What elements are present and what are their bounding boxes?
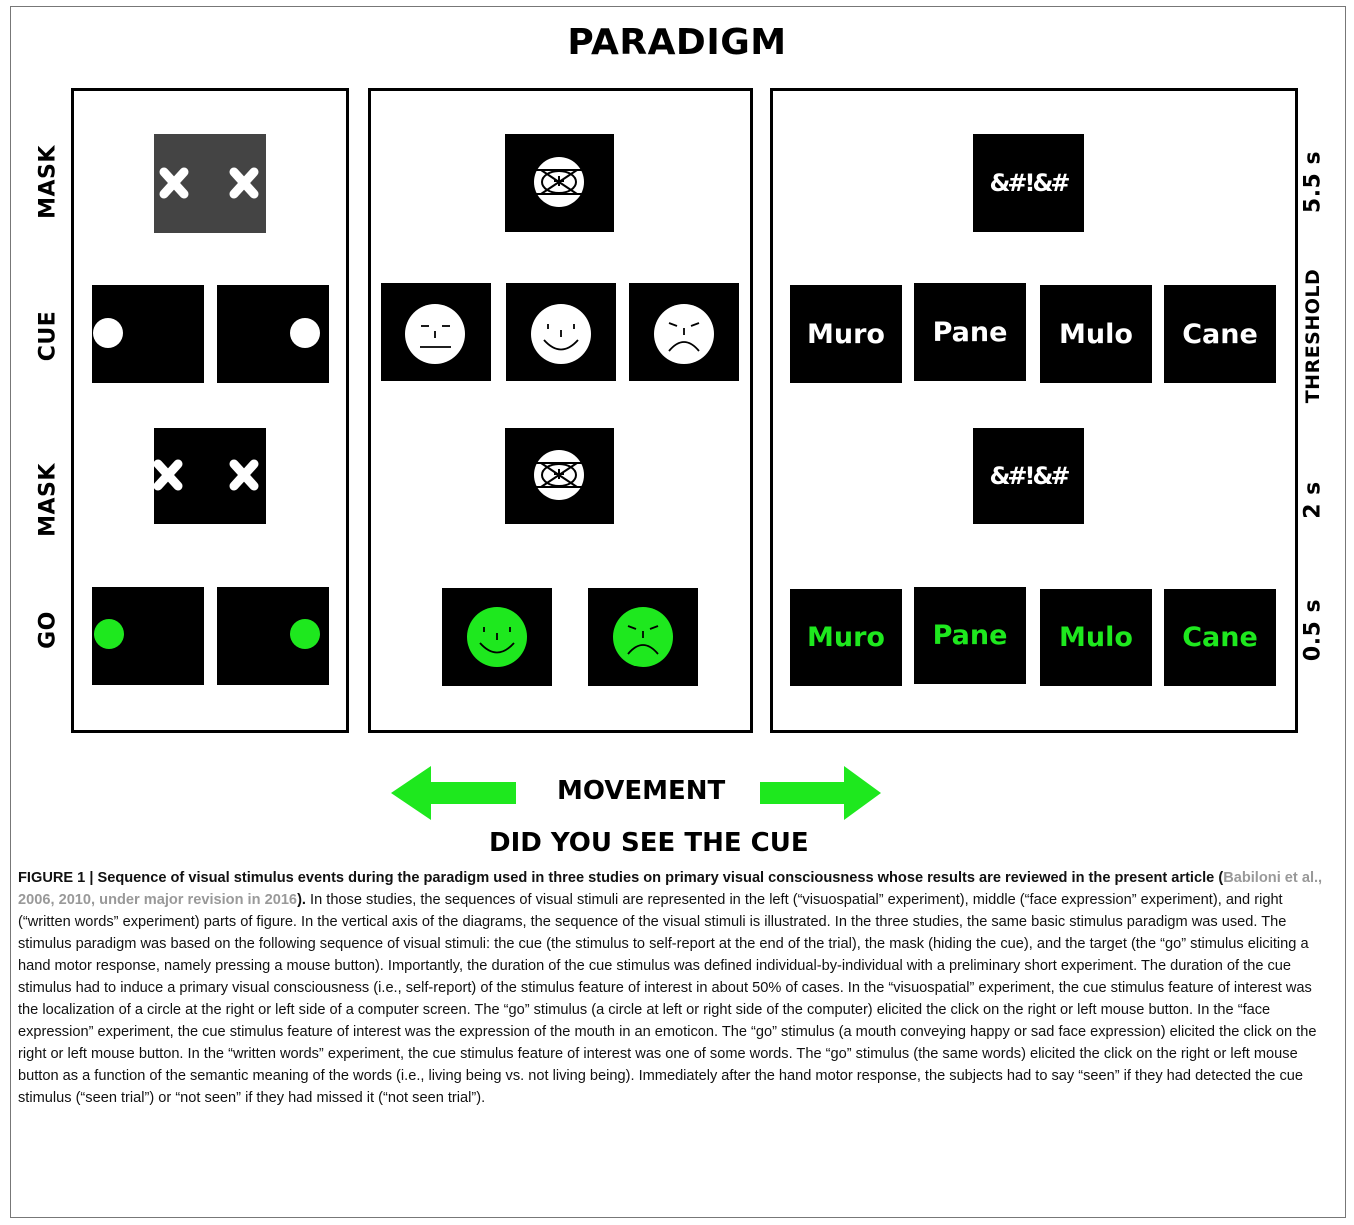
go-word: Cane	[1182, 622, 1258, 653]
go-face-sad	[588, 588, 698, 686]
right-arrow-icon	[760, 766, 881, 820]
go-box-right-circle	[217, 587, 329, 685]
cue-word-box-4: Cane	[1164, 285, 1276, 383]
cue-word-box-3: Mulo	[1040, 285, 1152, 383]
left-arrow-icon	[391, 766, 516, 820]
cue-box-left-circle	[92, 285, 204, 383]
go-face-happy	[442, 588, 552, 686]
mask-box-face-top	[505, 134, 614, 232]
question-label: DID YOU SEE THE CUE	[489, 828, 809, 858]
timing-label-threshold: THRESHOLD	[1302, 268, 1324, 404]
caption-lead-end: ).	[297, 892, 306, 908]
mask-box-face-bottom	[505, 428, 614, 524]
figure-frame	[10, 6, 1346, 1218]
go-word: Pane	[932, 620, 1008, 651]
sad-face-icon	[654, 304, 714, 364]
go-word-box-4: Cane	[1164, 589, 1276, 686]
caption-body: In those studies, the sequences of visua…	[18, 892, 1317, 1106]
circle-icon	[93, 318, 123, 348]
mask-symbols: &#!&#	[989, 462, 1070, 490]
cue-word: Mulo	[1059, 318, 1133, 350]
cue-word-box-1: Muro	[790, 285, 902, 383]
go-word-box-1: Muro	[790, 589, 902, 686]
mask-symbols: &#!&#	[989, 169, 1070, 197]
cue-face-neutral	[381, 283, 491, 381]
mask-box-words-top: &#!&#	[973, 134, 1084, 232]
green-sad-face-icon	[613, 607, 673, 667]
go-box-left-circle	[92, 587, 204, 685]
cue-box-right-circle	[217, 285, 329, 383]
timing-label-5-5s: 5.5 s	[1300, 150, 1326, 214]
happy-face-icon	[531, 304, 591, 364]
go-word: Muro	[807, 622, 885, 653]
cue-word: Pane	[932, 316, 1008, 348]
mask-box-words-bottom: &#!&#	[973, 428, 1084, 524]
cue-face-happy	[506, 283, 616, 381]
timing-label-2s: 2 s	[1300, 481, 1326, 519]
cue-word: Muro	[807, 318, 885, 350]
figure-caption: FIGURE 1 | Sequence of visual stimulus e…	[18, 867, 1336, 1109]
go-word-box-2: Pane	[914, 587, 1026, 684]
x-mark-icon	[154, 459, 259, 491]
movement-label: MOVEMENT	[557, 776, 726, 806]
row-label-go: GO	[35, 611, 61, 649]
neutral-face-icon	[405, 304, 465, 364]
cue-word: Cane	[1182, 318, 1258, 350]
figure-title: PARADIGM	[567, 22, 787, 63]
go-word-box-3: Mulo	[1040, 589, 1152, 686]
go-word: Mulo	[1059, 622, 1133, 653]
green-circle-icon	[290, 619, 320, 649]
timing-label-0-5s: 0.5 s	[1300, 598, 1326, 662]
mask-box-gray	[154, 134, 266, 233]
row-label-mask-top: MASK	[35, 145, 61, 219]
green-happy-face-icon	[467, 607, 527, 667]
cue-word-box-2: Pane	[914, 283, 1026, 381]
caption-lead: FIGURE 1 | Sequence of visual stimulus e…	[18, 870, 1224, 886]
masked-face-icon	[534, 450, 584, 500]
green-circle-icon	[94, 619, 124, 649]
row-label-mask-bottom: MASK	[35, 463, 61, 537]
x-mark-icon	[159, 167, 259, 199]
row-label-cue: CUE	[35, 310, 61, 362]
masked-face-icon	[534, 157, 584, 207]
circle-icon	[290, 318, 320, 348]
cue-face-sad	[629, 283, 739, 381]
mask-box-black	[154, 428, 266, 524]
caption-citation[interactable]: Babiloni et al., 2006, 2010, under major…	[18, 870, 1323, 908]
